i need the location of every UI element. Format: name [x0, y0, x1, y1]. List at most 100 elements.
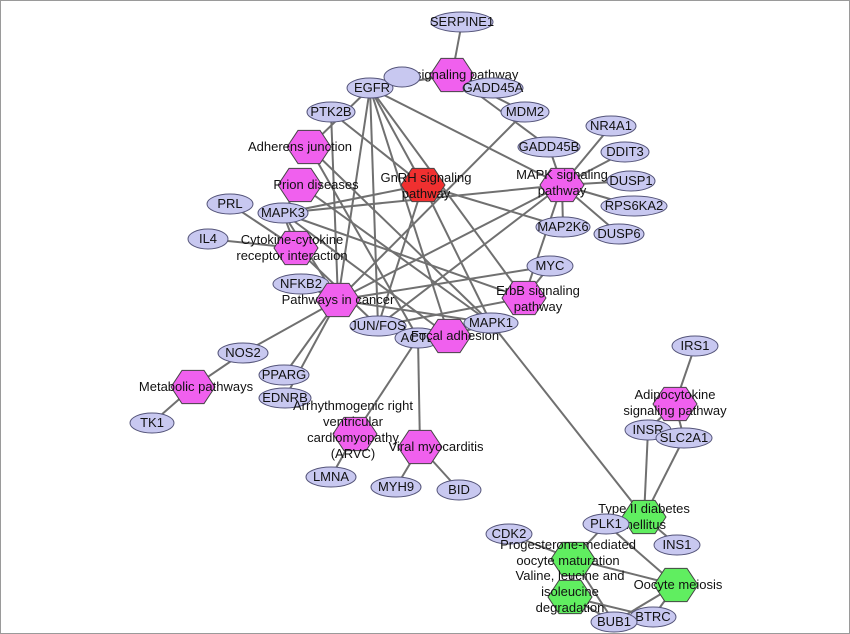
gene-node-nr4a1[interactable]: NR4A1	[585, 115, 637, 137]
gene-node-myc[interactable]: MYC	[526, 255, 574, 277]
edge-egfr-mapk_sig	[369, 87, 563, 186]
gene-node-cdk2[interactable]: CDK2	[485, 523, 533, 545]
gene-ellipse	[485, 523, 533, 545]
node-label: Metabolic pathways	[139, 379, 254, 394]
gene-node-dusp6[interactable]: DUSP6	[593, 223, 645, 245]
gene-node-ptk2b[interactable]: PTK2B	[306, 101, 356, 123]
pathway-node-viral[interactable]: Viral myocarditis	[388, 429, 484, 465]
edge-egfr-cancer	[337, 87, 371, 301]
gene-node-nfkb2[interactable]: NFKB2	[272, 273, 330, 295]
gene-node-bub1[interactable]: BUB1	[590, 611, 638, 633]
gene-node-irs1[interactable]: IRS1	[671, 335, 719, 357]
gene-ellipse	[349, 315, 407, 337]
node-label: PPARG	[262, 367, 307, 382]
gene-node-ins1[interactable]: INS1	[653, 534, 701, 556]
edge-adherens-actb	[308, 146, 419, 339]
gene-node-gadd45a[interactable]: GADD45A	[462, 77, 524, 99]
gene-ellipse	[600, 141, 650, 163]
gene-node-btrc[interactable]: BTRC	[629, 606, 677, 628]
pathway-node-prion[interactable]: Prion diseases	[273, 167, 359, 203]
pathway-hexagon	[286, 129, 332, 165]
pathway-hexagon	[426, 318, 472, 354]
gene-ellipse	[585, 115, 637, 137]
gene-ellipse	[582, 513, 630, 535]
gene-node-mapk3k[interactable]	[383, 66, 421, 88]
gene-node-serpine1[interactable]: SERPINE1	[430, 11, 494, 33]
gene-node-lmna[interactable]: LMNA	[305, 466, 357, 488]
pathway-hexagon	[397, 429, 443, 465]
gene-node-rps6ka2[interactable]: RPS6KA2	[600, 195, 668, 217]
edge-egfr-focal	[369, 87, 450, 337]
node-label: EDNRB	[262, 390, 308, 405]
gene-node-mapk3[interactable]: MAPK3	[257, 202, 309, 224]
pathway-hexagon	[550, 541, 596, 577]
gene-node-mapk1[interactable]: MAPK1	[463, 312, 519, 334]
gene-node-plk1[interactable]: PLK1	[582, 513, 630, 535]
edge-gnrh-mapk1	[422, 184, 492, 324]
node-label: Viral myocarditis	[388, 439, 484, 454]
pathway-node-oocyte[interactable]: Oocyte meiosis	[634, 567, 723, 603]
gene-node-slc2a1[interactable]: SLC2A1	[655, 427, 713, 449]
node-label: DUSP1	[609, 173, 652, 188]
node-label: BTRC	[635, 609, 670, 624]
gene-node-gadd45b[interactable]: GADD45B	[517, 136, 581, 158]
gene-ellipse	[257, 202, 309, 224]
node-label: SLC2A1	[660, 430, 708, 445]
gene-node-myh9[interactable]: MYH9	[370, 476, 422, 498]
node-label: PTK2B	[310, 104, 351, 119]
gene-node-prl[interactable]: PRL	[206, 193, 254, 215]
gene-ellipse	[535, 216, 591, 238]
gene-ellipse	[590, 611, 638, 633]
gene-node-tk1[interactable]: TK1	[129, 412, 175, 434]
pathway-hexagon	[315, 282, 361, 318]
edge-ptk2b-gnrh	[330, 111, 424, 186]
gene-ellipse	[206, 193, 254, 215]
node-label: NR4A1	[590, 118, 632, 133]
node-label: DUSP6	[597, 226, 640, 241]
gene-node-dusp1[interactable]: DUSP1	[606, 170, 656, 192]
gene-node-ednrb[interactable]: EDNRB	[258, 387, 312, 409]
pathway-node-metabolic[interactable]: Metabolic pathways	[139, 369, 254, 405]
gene-ellipse	[606, 170, 656, 192]
node-label: PLK1	[590, 516, 622, 531]
gene-node-il4[interactable]: IL4	[187, 228, 229, 250]
gene-node-bid[interactable]: BID	[436, 479, 482, 501]
node-label: ACTB	[401, 330, 436, 345]
gene-node-pparg[interactable]: PPARG	[258, 364, 310, 386]
pathway-hexagon	[332, 416, 378, 452]
pathway-node-adherens[interactable]: Adherens junction	[248, 129, 352, 165]
gene-node-nos2[interactable]: NOS2	[217, 342, 269, 364]
gene-node-junfos[interactable]: JUN/FOS	[349, 315, 407, 337]
pathway-hexagon	[652, 386, 698, 422]
gene-node-map2k6[interactable]: MAP2K6	[535, 216, 591, 238]
node-label: MAPK3	[261, 205, 305, 220]
pathway-node-cancer[interactable]: Pathways in cancer	[282, 282, 395, 318]
node-label: MAPK1	[469, 315, 513, 330]
gene-ellipse	[593, 223, 645, 245]
gene-node-mdm2[interactable]: MDM2	[500, 101, 550, 123]
pathway-hexagon	[501, 280, 547, 316]
gene-node-egfr[interactable]: EGFR	[346, 77, 394, 99]
gene-ellipse	[671, 335, 719, 357]
gene-node-ddit3[interactable]: DDIT3	[600, 141, 650, 163]
pathway-hexagon	[170, 369, 216, 405]
node-label: DDIT3	[606, 144, 644, 159]
gene-ellipse	[383, 66, 421, 88]
node-label: NFKB2	[280, 276, 322, 291]
edge-mapk1-t2d	[490, 322, 645, 518]
node-label: CDK2	[492, 526, 527, 541]
node-label: TK1	[140, 415, 164, 430]
